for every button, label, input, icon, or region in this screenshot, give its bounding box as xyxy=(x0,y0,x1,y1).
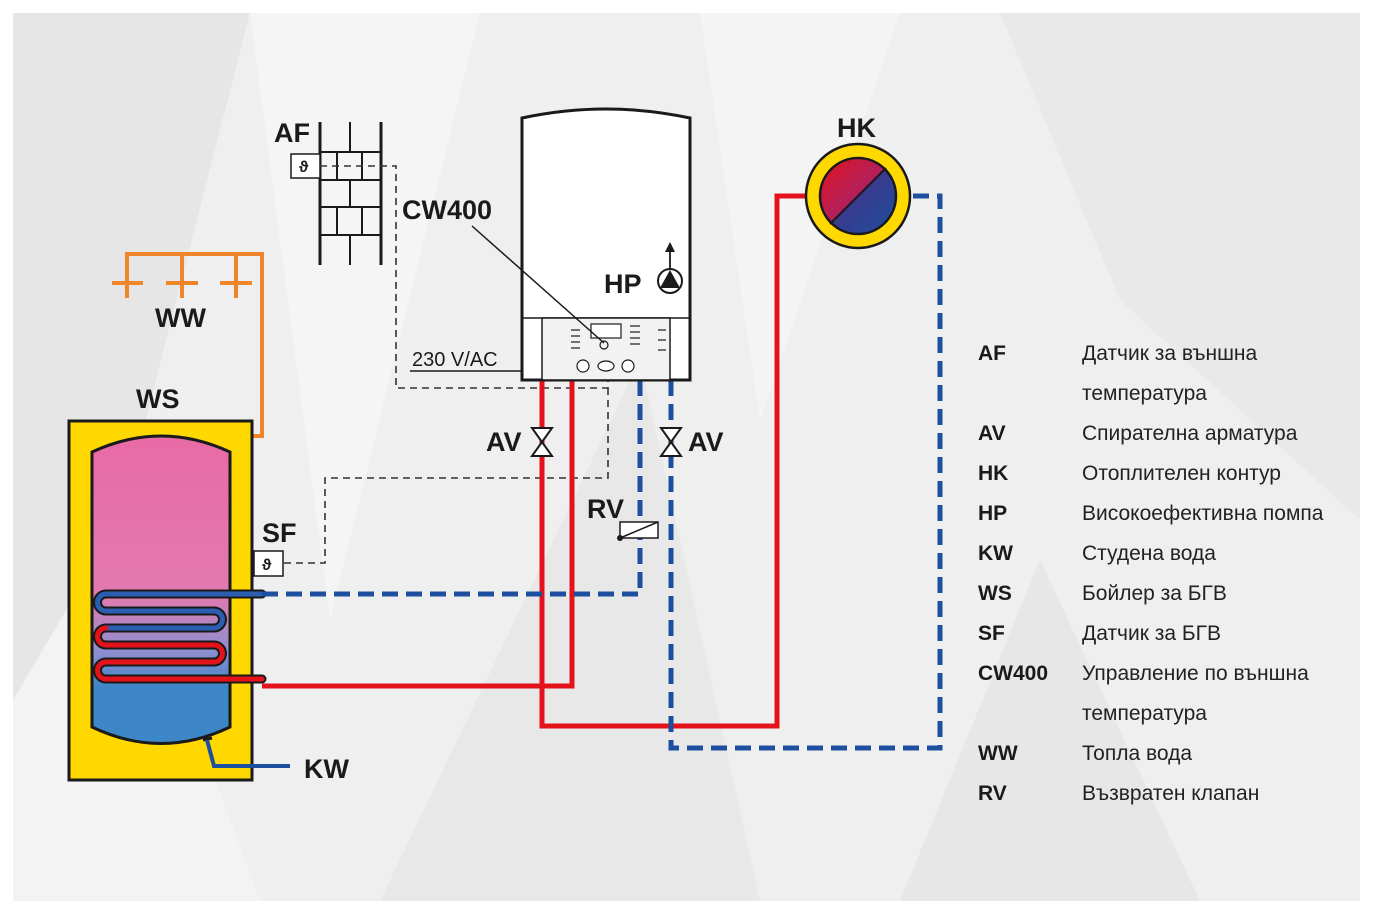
legend: AF Датчик за външна температура AV Спирате… xyxy=(978,334,1368,814)
sf-label: SF xyxy=(262,518,297,548)
af-label: AF xyxy=(274,118,310,148)
legend-code: HP xyxy=(978,502,1008,525)
legend-row: WW Топла вода xyxy=(978,734,1368,774)
legend-text: Датчик за БГВ xyxy=(1082,622,1222,645)
legend-row: KW Студена вода xyxy=(978,534,1368,574)
legend-row: HK Отоплителен контур xyxy=(978,454,1368,494)
hk-label: HK xyxy=(837,113,876,143)
legend-row: CW400 Управление по външна температура xyxy=(978,654,1368,734)
legend-code: CW400 xyxy=(978,662,1049,685)
legend-text: Отоплителен контур xyxy=(1082,462,1281,485)
return-lines xyxy=(262,193,943,751)
voltage-label: 230 V/AC xyxy=(412,349,498,371)
legend-row: WS Бойлер за БГВ xyxy=(978,574,1368,614)
legend-row: AV Спирателна арматура xyxy=(978,414,1368,454)
legend-code: AF xyxy=(978,342,1006,365)
legend-text: Бойлер за БГВ xyxy=(1082,582,1227,605)
boiler-unit xyxy=(471,107,692,382)
legend-text: Възвратен клапан xyxy=(1082,782,1260,805)
kw-label: KW xyxy=(304,754,349,784)
cold-water-line xyxy=(202,736,290,768)
supply-lines xyxy=(262,193,806,729)
legend-code: KW xyxy=(978,542,1013,565)
return-valve xyxy=(617,521,659,541)
legend-text: Студена вода xyxy=(1082,542,1216,565)
av-right-label: AV xyxy=(688,427,724,457)
legend-code: RV xyxy=(978,782,1007,805)
hp-label: HP xyxy=(604,269,642,299)
outdoor-wall xyxy=(318,122,383,265)
legend-code: HK xyxy=(978,462,1009,485)
legend-text: Управление по външна температура xyxy=(1082,662,1309,725)
sf-sensor-symbol: ϑ xyxy=(262,557,272,574)
cw400-label: CW400 xyxy=(402,195,492,225)
legend-text: Топла вода xyxy=(1082,742,1193,765)
heating-circuit xyxy=(804,142,912,250)
legend-row: HP Високоефективна помпа xyxy=(978,494,1368,534)
shutoff-valve-right xyxy=(659,427,683,457)
rv-label: RV xyxy=(587,494,624,524)
ws-label: WS xyxy=(136,384,180,414)
legend-text: Датчик за външна температура xyxy=(1082,342,1258,405)
av-left-label: AV xyxy=(486,427,522,457)
legend-row: AF Датчик за външна температура xyxy=(978,334,1368,414)
legend-row: SF Датчик за БГВ xyxy=(978,614,1368,654)
af-sensor-symbol: ϑ xyxy=(299,159,309,176)
ww-label: WW xyxy=(155,303,206,333)
pump-icon xyxy=(657,242,683,294)
legend-code: SF xyxy=(978,622,1005,645)
legend-code: AV xyxy=(978,422,1006,445)
signal-lines xyxy=(283,165,609,564)
af-sensor: ϑ xyxy=(290,153,321,179)
legend-text: Спирателна арматура xyxy=(1082,422,1298,445)
legend-row: RV Възвратен клапан xyxy=(978,774,1368,814)
legend-code: WW xyxy=(978,742,1018,765)
sf-sensor: ϑ xyxy=(253,550,284,577)
shutoff-valve-left xyxy=(530,427,554,457)
legend-text: Високоефективна помпа xyxy=(1082,502,1324,525)
heating-coil xyxy=(93,589,267,684)
legend-code: WS xyxy=(978,582,1012,605)
